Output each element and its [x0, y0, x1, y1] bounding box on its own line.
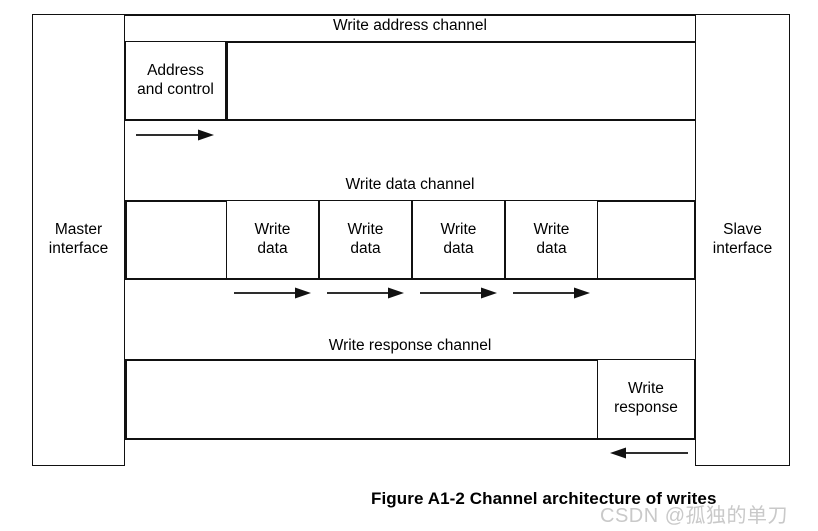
write-data-4-label-line1: Write — [533, 220, 570, 238]
write-response-label-line1: Write — [628, 380, 664, 398]
slave-interface-block: Slave interface — [695, 14, 790, 466]
write-data-2-label-line1: Write — [347, 220, 384, 238]
write-data-box-4: Write data — [505, 200, 598, 279]
slave-interface-label-line1: Slave — [723, 221, 762, 239]
csdn-watermark: CSDN @孤独的单刀 — [600, 505, 789, 527]
write-address-channel-top-line — [125, 14, 696, 16]
write-address-channel-title-underline — [125, 41, 696, 43]
write-data-1-label-line2: data — [257, 239, 288, 257]
write-data-arrow-2 — [327, 286, 404, 300]
write-data-box-1: Write data — [226, 200, 319, 279]
address-and-control-label-line2: and control — [137, 80, 214, 98]
write-response-band-left-edge — [125, 359, 127, 439]
write-data-band-right-edge — [694, 200, 696, 279]
write-data-arrow-1 — [234, 286, 311, 300]
write-data-arrow-4 — [513, 286, 590, 300]
write-data-band-left-edge — [125, 200, 127, 279]
master-interface-label-line1: Master — [54, 221, 103, 239]
address-and-control-box: Address and control — [125, 41, 226, 120]
master-interface-block: Master interface — [32, 14, 125, 466]
write-data-4-label-line2: data — [536, 239, 567, 257]
write-address-channel-label: Write address channel — [333, 17, 487, 34]
write-data-channel-label: Write data channel — [345, 176, 475, 193]
write-address-row-bottom-line — [125, 119, 696, 121]
write-data-row-bottom-line — [125, 278, 696, 280]
write-data-2-label-line2: data — [350, 239, 381, 257]
write-data-3-label-line1: Write — [440, 220, 477, 238]
write-data-arrow-3 — [420, 286, 497, 300]
write-data-1-label-line1: Write — [254, 220, 291, 238]
address-and-control-label-line1: Address — [147, 61, 204, 79]
slave-interface-label-line2: interface — [712, 240, 773, 257]
write-address-row-right-divider — [226, 41, 228, 120]
write-response-box: Write response — [597, 359, 695, 439]
write-address-arrow-1 — [136, 128, 214, 142]
write-response-label-line2: response — [614, 399, 678, 416]
write-data-box-2: Write data — [319, 200, 412, 279]
master-interface-label-line2: interface — [48, 240, 109, 257]
write-response-channel-title-underline — [125, 359, 696, 361]
write-response-channel-label: Write response channel — [328, 337, 492, 354]
write-response-row-bottom-line — [125, 438, 696, 440]
write-data-3-label-line2: data — [443, 239, 474, 257]
figure-caption: Figure A1-2 Channel architecture of writ… — [371, 489, 717, 508]
write-data-box-3: Write data — [412, 200, 505, 279]
write-response-arrow-1 — [608, 446, 688, 460]
